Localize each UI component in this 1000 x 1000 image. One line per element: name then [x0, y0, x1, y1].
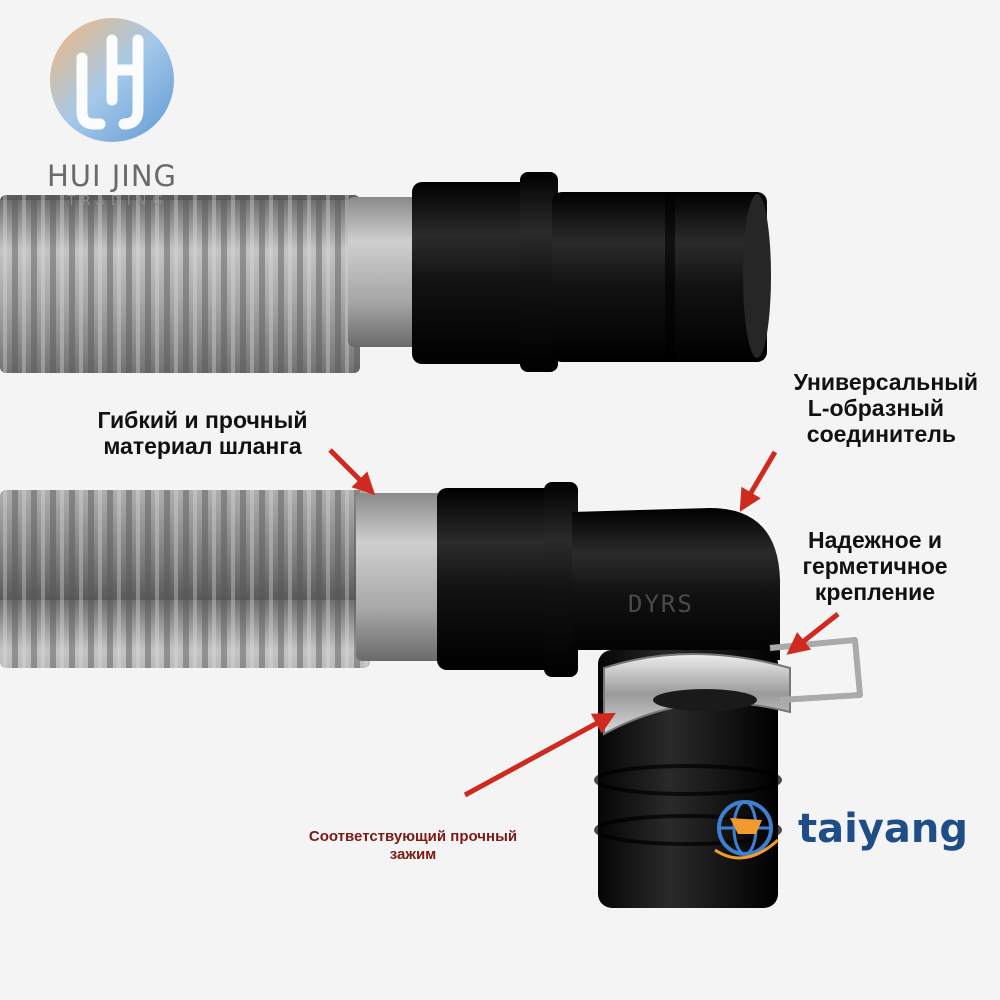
lower-corrugated-hose — [0, 490, 370, 668]
outlet-ring-1 — [594, 764, 782, 796]
callout-hose-material-line-2: материал шланга — [103, 433, 302, 459]
callout-secure-mount-line-2: герметичное — [802, 553, 948, 579]
callout-secure-mount-line-1: Надежное и — [807, 527, 943, 553]
hui-jing-logo: HUI JING TRADING — [47, 18, 177, 209]
lower-fitting-body — [437, 488, 567, 670]
callout-hose-material: Гибкий и прочный материал шланга — [75, 407, 330, 459]
cart-icon — [730, 818, 762, 834]
callout-l-connector-line-3: соединитель — [806, 421, 956, 447]
hose-clamp-tab — [769, 637, 863, 703]
taiyang-logo: taiyang — [714, 800, 968, 860]
callout-arrows — [328, 448, 840, 798]
callout-hose-material-line-1: Гибкий и прочный — [97, 407, 308, 433]
taiyang-text: taiyang — [798, 806, 968, 852]
lower-hose-cuff — [356, 493, 446, 661]
upper-fitting-body — [412, 182, 542, 364]
hui-jing-brand-text: HUI JING — [47, 159, 177, 193]
upper-nozzle-end — [743, 194, 771, 358]
hui-jing-sub-text: TRADING — [67, 194, 169, 209]
hui-jing-logo-mark — [76, 34, 144, 130]
dyrs-marking: DYRS — [628, 590, 694, 618]
callout-clamp: Соответствующий прочный зажим — [258, 828, 568, 864]
callout-l-connector-line-2: L-образный — [807, 395, 944, 421]
arrow-clamp — [463, 712, 616, 798]
upper-fitting-nozzle — [552, 192, 767, 362]
arrow-secure-mount — [786, 612, 840, 655]
upper-hose-cuff — [348, 197, 428, 347]
lower-fitting-collar — [544, 482, 578, 677]
l-connector-elbow — [572, 508, 780, 660]
upper-corrugated-hose — [0, 195, 360, 373]
callout-l-connector-line-1: Универсальный — [793, 369, 978, 395]
callout-secure-mount-line-3: крепление — [814, 579, 936, 605]
callout-l-connector: Универсальный L-образный соединитель — [720, 369, 978, 447]
callout-clamp-line-2: зажим — [389, 846, 437, 863]
upper-hose-assembly — [0, 172, 771, 373]
lower-hose-assembly: DYRS — [0, 482, 863, 908]
upper-nozzle-ridge — [665, 194, 675, 360]
outlet-ring-2 — [594, 814, 782, 846]
arrow-hose-material — [328, 448, 376, 496]
hose-clamp-slot — [653, 689, 757, 711]
arrow-l-connector — [739, 450, 778, 512]
orbit-arrow-icon — [714, 838, 780, 860]
callout-clamp-line-1: Соответствующий прочный — [308, 828, 518, 845]
callout-secure-mount: Надежное и герметичное крепление — [770, 527, 980, 605]
upper-fitting-collar — [520, 172, 558, 372]
